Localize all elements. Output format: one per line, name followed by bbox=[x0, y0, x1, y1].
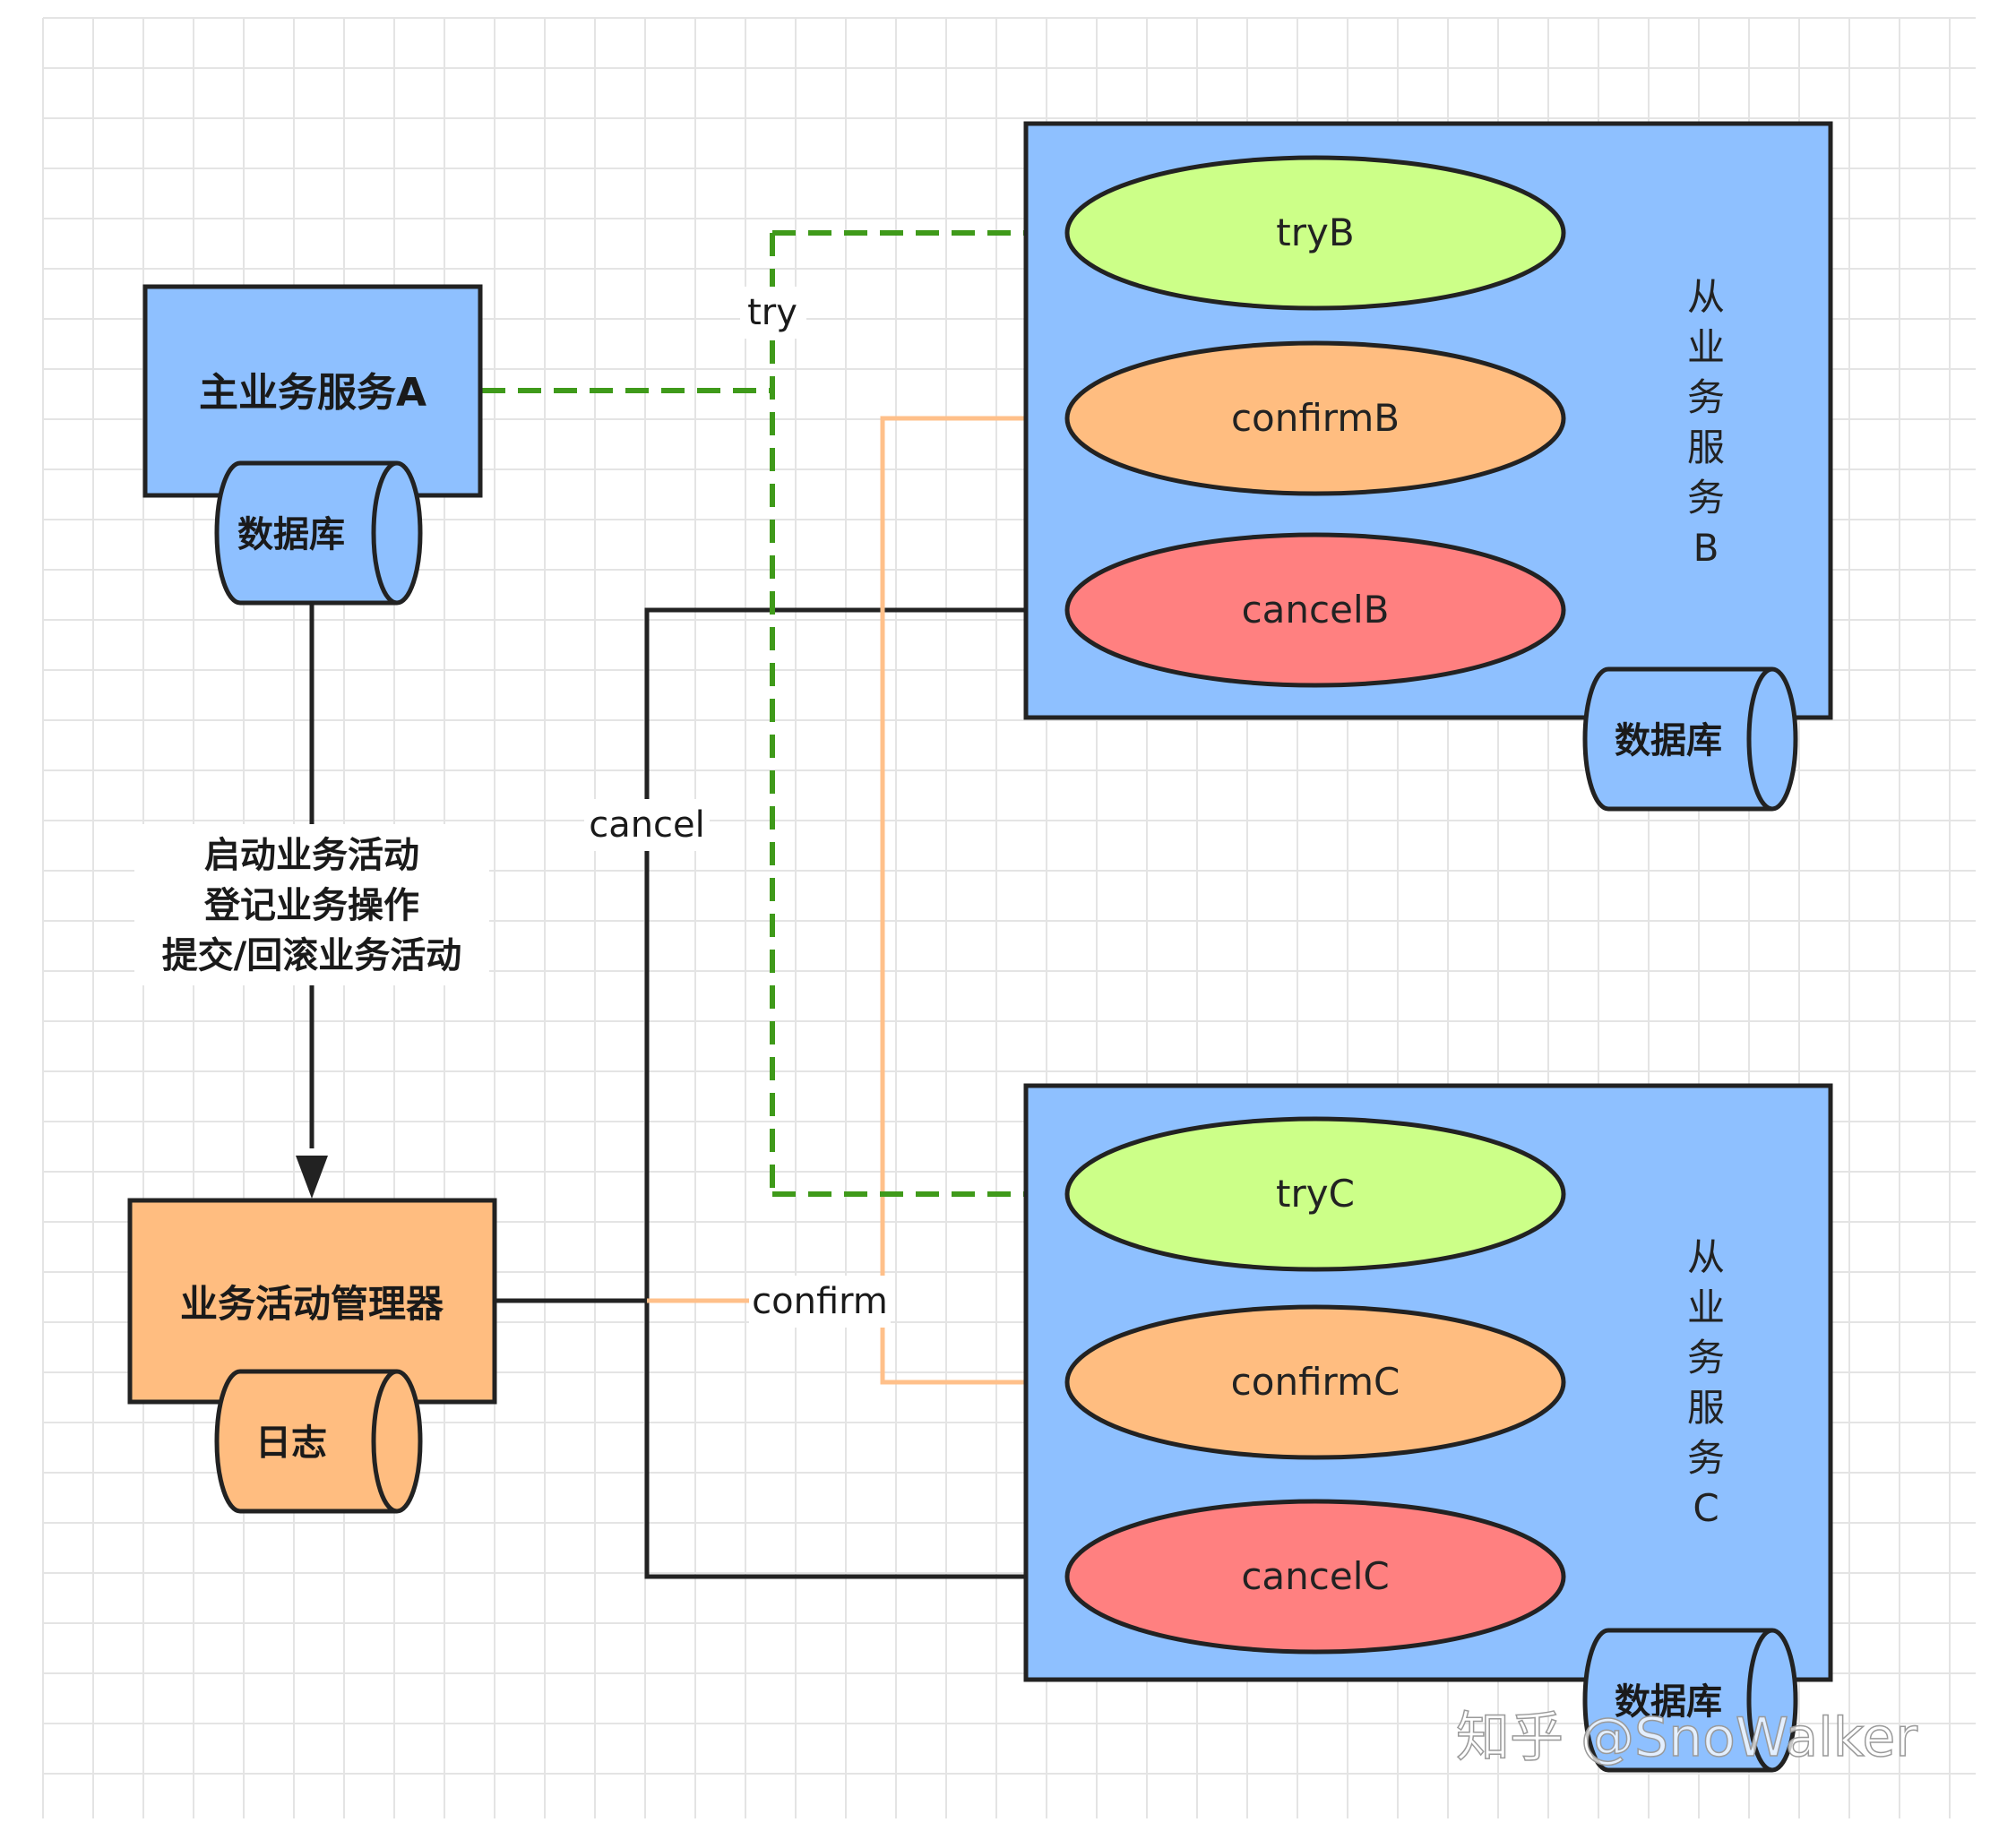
service-c: tryC confirmC cancelC 从 业 务 服 务 C bbox=[1023, 1083, 1833, 1682]
confirmB-label: confirmB bbox=[1231, 396, 1400, 440]
flow-label-line3: 提交/回滚业务活动 bbox=[162, 935, 462, 976]
flow-label: 启动业务活动 登记业务操作 提交/回滚业务活动 bbox=[134, 824, 489, 985]
cancel-line-to-c bbox=[644, 1301, 1026, 1579]
service-b-char-4: 务 bbox=[1687, 476, 1725, 520]
confirm-line-b bbox=[880, 416, 1026, 1380]
db-a-label: 数据库 bbox=[237, 514, 345, 555]
tryB-label: tryB bbox=[1276, 211, 1354, 254]
arrow-to-manager bbox=[296, 1156, 328, 1199]
try-connectors bbox=[482, 230, 1026, 1197]
cancelB-label: cancelB bbox=[1242, 588, 1390, 632]
db-b-label: 数据库 bbox=[1615, 720, 1722, 761]
db-b-cap bbox=[1746, 666, 1773, 812]
tryC-label: tryC bbox=[1276, 1172, 1355, 1216]
service-c-char-5: C bbox=[1693, 1486, 1719, 1530]
main-service-a: 主业务服务A bbox=[142, 284, 483, 498]
flow-label-line1: 启动业务活动 bbox=[204, 835, 419, 876]
db-c-label: 数据库 bbox=[1615, 1681, 1722, 1723]
db-c-cap bbox=[1746, 1628, 1773, 1773]
manager-title: 业务活动管理器 bbox=[180, 1282, 444, 1326]
cancel-edge-label: cancel bbox=[589, 804, 705, 846]
watermark: 知乎 @SnoWalker bbox=[1456, 1706, 1917, 1769]
log-cap bbox=[371, 1369, 398, 1514]
flow-label-line2: 登记业务操作 bbox=[203, 885, 419, 926]
service-c-database: 数据库 bbox=[1582, 1628, 1798, 1773]
confirm-connectors bbox=[647, 416, 1026, 1385]
service-c-char-3: 服 bbox=[1687, 1386, 1725, 1430]
db-a-cap bbox=[371, 460, 398, 606]
service-c-char-2: 务 bbox=[1687, 1336, 1725, 1380]
confirmC-ellipse[interactable] bbox=[1064, 1304, 1566, 1460]
service-b-side-label: 从 业 务 服 务 B bbox=[1687, 275, 1725, 570]
confirm-edge-label: confirm bbox=[752, 1281, 888, 1322]
log-label: 日志 bbox=[255, 1423, 327, 1464]
tryC-ellipse[interactable] bbox=[1064, 1116, 1566, 1272]
service-b-char-1: 业 bbox=[1687, 325, 1725, 369]
service-b: tryB confirmB cancelB 从 业 务 服 务 B bbox=[1023, 121, 1833, 720]
service-c-char-4: 务 bbox=[1687, 1436, 1725, 1480]
service-c-char-0: 从 bbox=[1687, 1235, 1725, 1279]
service-b-char-0: 从 bbox=[1687, 275, 1725, 319]
activity-manager: 业务活动管理器 bbox=[127, 1198, 497, 1405]
service-b-char-5: B bbox=[1693, 526, 1719, 570]
confirmB-ellipse[interactable] bbox=[1064, 340, 1566, 496]
main-service-title: 主业务服务A bbox=[199, 370, 426, 416]
main-service-box bbox=[142, 284, 483, 498]
service-b-database: 数据库 bbox=[1582, 666, 1798, 812]
main-service-database: 数据库 bbox=[214, 460, 423, 606]
service-b-char-3: 服 bbox=[1687, 426, 1725, 469]
manager-box bbox=[127, 1198, 497, 1405]
confirm-line-c bbox=[880, 1308, 1026, 1385]
service-c-char-1: 业 bbox=[1687, 1285, 1725, 1329]
try-edge-label: try bbox=[747, 292, 797, 333]
cancelC-ellipse[interactable] bbox=[1064, 1499, 1566, 1655]
service-b-char-2: 务 bbox=[1687, 375, 1725, 419]
service-c-side-label: 从 业 务 服 务 C bbox=[1687, 1235, 1725, 1530]
confirmC-label: confirmC bbox=[1231, 1360, 1400, 1404]
cancelC-label: cancelC bbox=[1241, 1554, 1389, 1598]
cancel-line-trunk bbox=[495, 607, 1026, 1303]
edge-labels: try cancel confirm bbox=[584, 287, 891, 1328]
manager-log: 日志 bbox=[214, 1369, 423, 1514]
tryB-ellipse[interactable] bbox=[1064, 155, 1566, 311]
cancelB-ellipse[interactable] bbox=[1064, 532, 1566, 688]
